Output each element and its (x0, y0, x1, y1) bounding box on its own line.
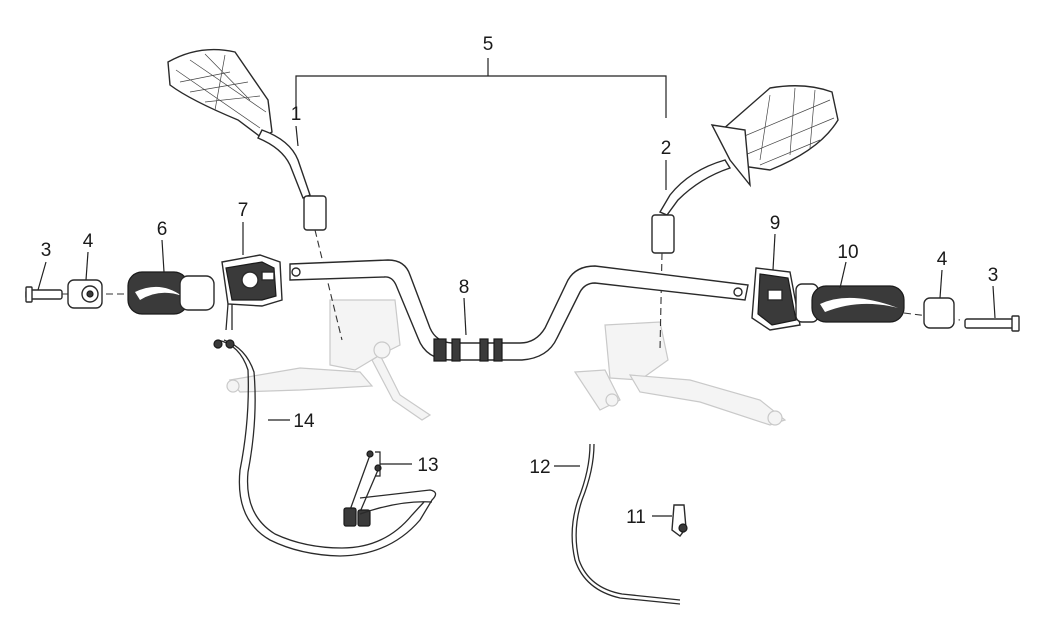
callout-11: 11 (626, 507, 646, 528)
callout-7: 7 (238, 200, 249, 221)
left-bar-end-weight (67, 279, 103, 309)
ghost-right-lever-assembly (573, 321, 787, 426)
clip (671, 504, 688, 537)
callout-10: 10 (837, 242, 858, 263)
callout-5-bracket (295, 58, 667, 120)
callout-14: 14 (293, 411, 315, 432)
right-mirror-axis (659, 252, 663, 351)
left-mirror-axis (314, 229, 343, 341)
left-mirror (167, 48, 327, 231)
callout-4-left: 4 (83, 231, 94, 252)
switch-wiring-harness (213, 339, 437, 557)
callout-8: 8 (459, 277, 470, 298)
right-bar-end-screw (964, 315, 1020, 332)
right-grip (795, 283, 905, 323)
callout-6: 6 (157, 219, 168, 240)
right-bar-end-weight (923, 297, 955, 329)
left-bar-end-screw (25, 286, 63, 303)
right-mirror (651, 85, 839, 254)
callout-3-right: 3 (988, 265, 999, 286)
handlebar (289, 259, 749, 362)
callout-5: 5 (483, 34, 494, 55)
callout-1: 1 (291, 104, 302, 125)
callout-3-left: 3 (41, 240, 52, 261)
cable (571, 443, 681, 605)
callout-4-right: 4 (937, 249, 948, 270)
left-switch-housing (221, 254, 283, 331)
ghost-left-lever-assembly (226, 299, 432, 421)
brake-switch-wires (343, 450, 433, 527)
callout-13: 13 (417, 455, 438, 476)
left-grip (127, 271, 215, 315)
callout-9: 9 (770, 213, 781, 234)
right-switch-housing (751, 267, 801, 331)
callout-12: 12 (529, 457, 550, 478)
leader-lines (37, 125, 996, 517)
callout-2: 2 (661, 138, 672, 159)
